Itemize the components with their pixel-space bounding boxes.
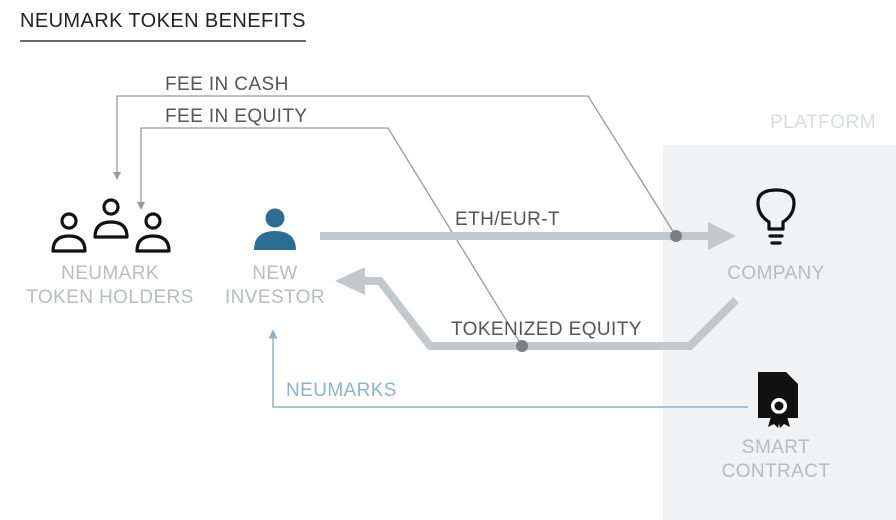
new-investor-label-line1: NEW [252, 263, 298, 284]
company-label: COMPANY [727, 263, 825, 284]
person-icon [254, 208, 296, 250]
smart-contract-label-line2: CONTRACT [721, 461, 831, 482]
token-holders-label-line1: NEUMARK [61, 263, 159, 284]
tokenized-equity-arrow [335, 267, 739, 350]
people-group-icon [51, 198, 171, 253]
tokenized-equity-label: TOKENIZED EQUITY [451, 319, 642, 340]
smart-contract-label-line1: SMART [741, 437, 811, 458]
token-holders-label-line2: TOKEN HOLDERS [26, 287, 194, 308]
certificate-document-icon [758, 372, 798, 428]
fee-in-cash-connector [113, 95, 677, 237]
new-investor-label-line2: INVESTOR [225, 287, 325, 308]
fee-cash-junction-dot [670, 230, 682, 242]
neumarks-label: NEUMARKS [286, 380, 397, 401]
fee-equity-junction-dot [516, 340, 528, 352]
eth-eurt-arrow [320, 222, 736, 250]
lightbulb-icon [756, 188, 796, 245]
new-investor-label: NEW INVESTOR [205, 262, 345, 310]
token-holders-label: NEUMARK TOKEN HOLDERS [10, 262, 210, 310]
neumarks-connector [268, 329, 748, 408]
diagram-title: NEUMARK TOKEN BENEFITS [20, 10, 306, 42]
smart-contract-label: SMART CONTRACT [696, 436, 856, 484]
fee-in-equity-label: FEE IN EQUITY [165, 106, 308, 127]
fee-in-cash-label: FEE IN CASH [165, 74, 289, 95]
eth-eurt-label: ETH/EUR-T [455, 209, 560, 230]
platform-label: PLATFORM [770, 112, 877, 133]
